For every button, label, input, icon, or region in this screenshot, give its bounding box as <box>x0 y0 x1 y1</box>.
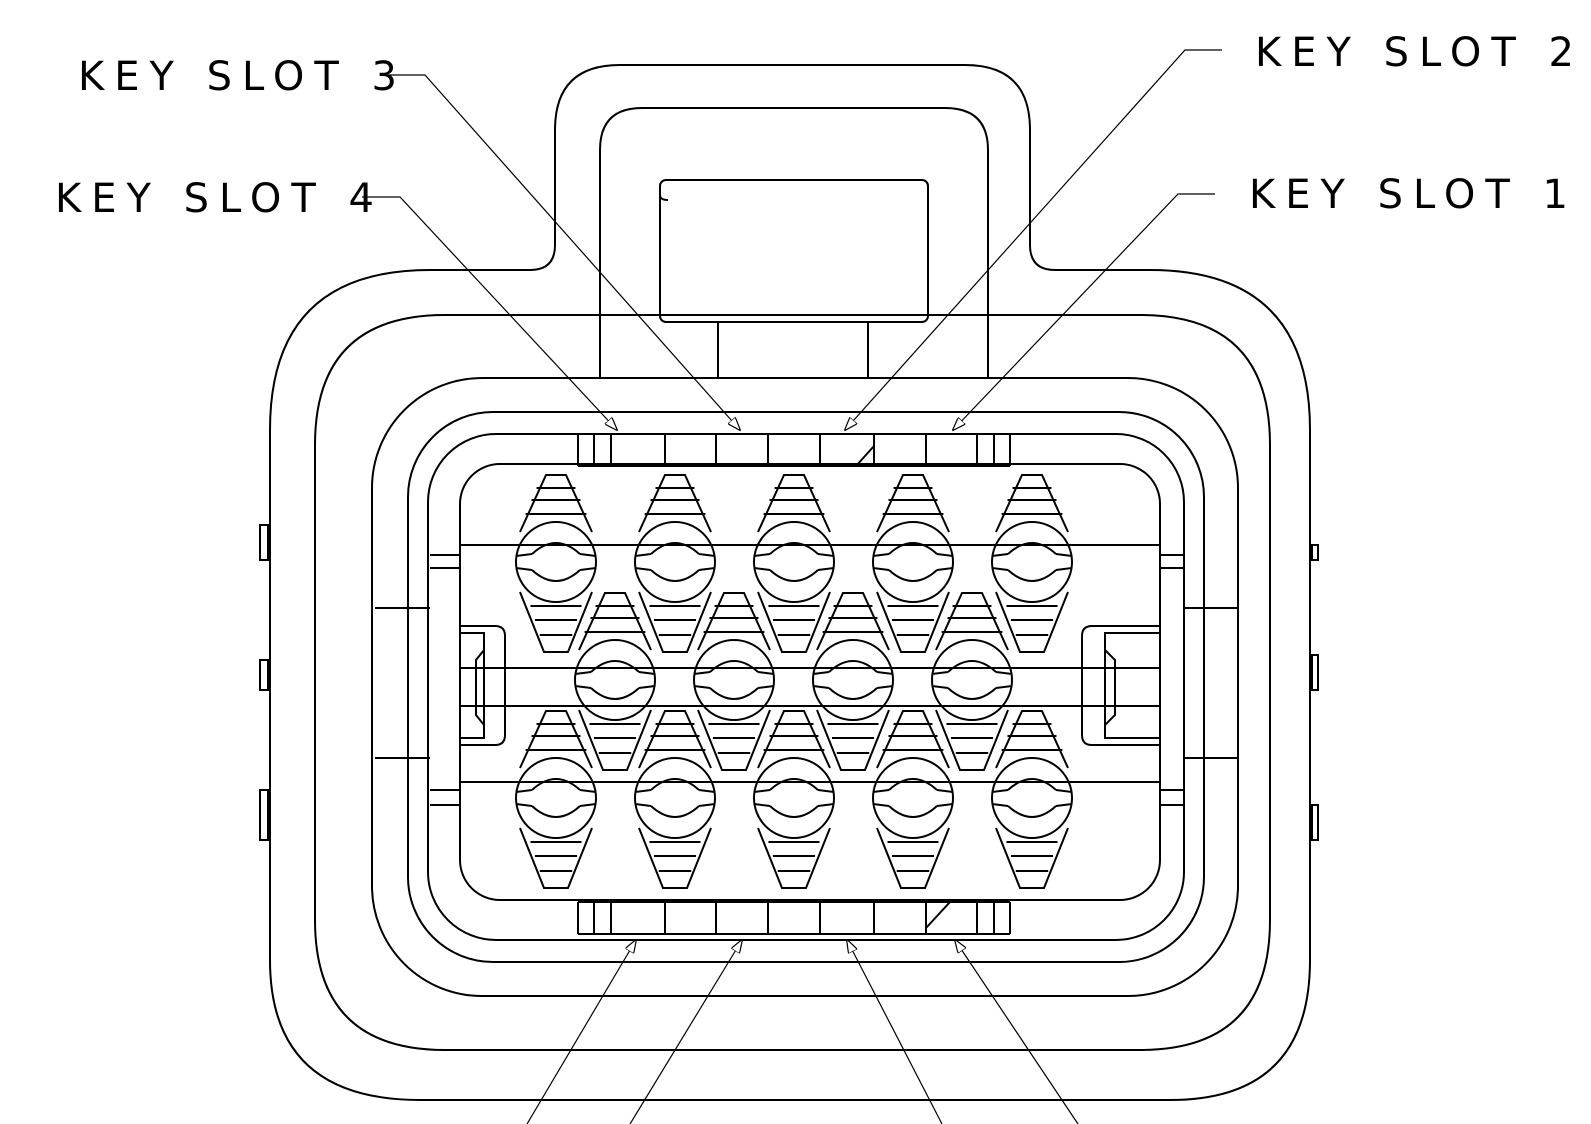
terminal-cavity-7 <box>693 592 775 771</box>
terminal-cavity-12 <box>753 710 835 889</box>
label-key-slot-3: KEY SLOT 3 <box>78 54 407 100</box>
terminal-cavity-frame <box>371 377 1239 997</box>
terminal-cavity-10 <box>515 710 597 889</box>
terminal-cavity-8 <box>812 592 894 771</box>
label-key-slot-4: KEY SLOT 4 <box>55 176 384 222</box>
label-key-slot-1: KEY SLOT 1 <box>1249 172 1578 218</box>
leader-key-slot-3 <box>385 74 740 430</box>
terminal-cavity-6 <box>574 592 656 771</box>
leader-bottom-2 <box>629 940 742 1124</box>
leader-key-slot-2 <box>845 49 1222 430</box>
terminal-cavity-14 <box>991 710 1073 889</box>
terminal-cavity-3 <box>753 474 835 653</box>
leader-bottom-3 <box>847 940 943 1124</box>
terminal-cavity-9 <box>931 592 1013 771</box>
leader-bottom-4 <box>955 940 1079 1124</box>
terminal-cavity-11 <box>634 710 716 889</box>
terminal-cavity-5 <box>991 474 1073 653</box>
latch-tab <box>599 107 989 378</box>
leader-lines <box>362 49 1222 1124</box>
terminal-cavity-13 <box>872 710 954 889</box>
key-slot-bars <box>577 433 1011 935</box>
terminal-cavity-4 <box>872 474 954 653</box>
terminal-array <box>515 474 1073 889</box>
left-side-latch <box>460 625 506 746</box>
leader-key-slot-4 <box>362 196 617 430</box>
terminal-cavity-1 <box>515 474 597 653</box>
right-side-latch <box>1081 625 1160 746</box>
terminal-cavity-2 <box>634 474 716 653</box>
leader-key-slot-1 <box>953 193 1215 430</box>
label-key-slot-2: KEY SLOT 2 <box>1255 30 1584 76</box>
connector-housing <box>259 64 1319 1101</box>
leader-bottom-1 <box>526 940 636 1124</box>
